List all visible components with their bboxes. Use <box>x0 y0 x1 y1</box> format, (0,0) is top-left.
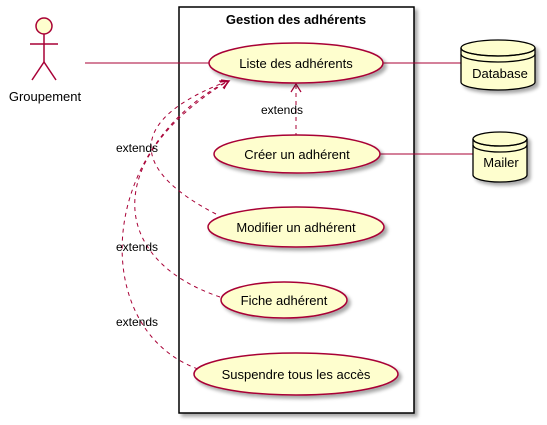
use-case-suspendre: Suspendre tous les accès <box>193 352 399 396</box>
use-case-fiche-label: Fiche adhérent <box>241 293 328 308</box>
extends-modifier-liste-line <box>150 80 229 215</box>
use-case-liste-label: Liste des adhérents <box>239 56 353 71</box>
arrowhead-creer <box>290 82 302 93</box>
extends-label-suspendre: extends <box>116 315 158 329</box>
extends-arrowheads <box>219 79 302 93</box>
use-case-suspendre-label: Suspendre tous les accès <box>222 367 371 382</box>
arrowhead-suspendre <box>219 80 231 89</box>
use-case-modifier: Modifier un adhérent <box>207 206 385 248</box>
actor-groupement <box>30 17 58 81</box>
actor-label: Groupement <box>9 89 82 104</box>
extends-label-fiche: extends <box>116 240 158 254</box>
use-case-creer-label: Créer un adhérent <box>244 147 350 162</box>
extends-label-creer: extends <box>261 103 303 117</box>
mailer-label: Mailer <box>483 155 519 170</box>
extends-fiche-liste-line <box>134 80 229 298</box>
mailer-cylinder <box>472 131 528 183</box>
extends-relations <box>121 80 297 370</box>
use-case-fiche: Fiche adhérent <box>220 281 348 319</box>
database-label: Database <box>472 66 528 81</box>
actor-head <box>35 17 53 35</box>
use-case-liste: Liste des adhérents <box>208 42 384 84</box>
use-case-modifier-label: Modifier un adhérent <box>236 220 356 235</box>
extends-label-modifier: extends <box>116 141 158 155</box>
database-cylinder <box>460 39 536 91</box>
system-title: Gestion des adhérents <box>226 12 366 27</box>
use-case-creer: Créer un adhérent <box>213 134 381 174</box>
